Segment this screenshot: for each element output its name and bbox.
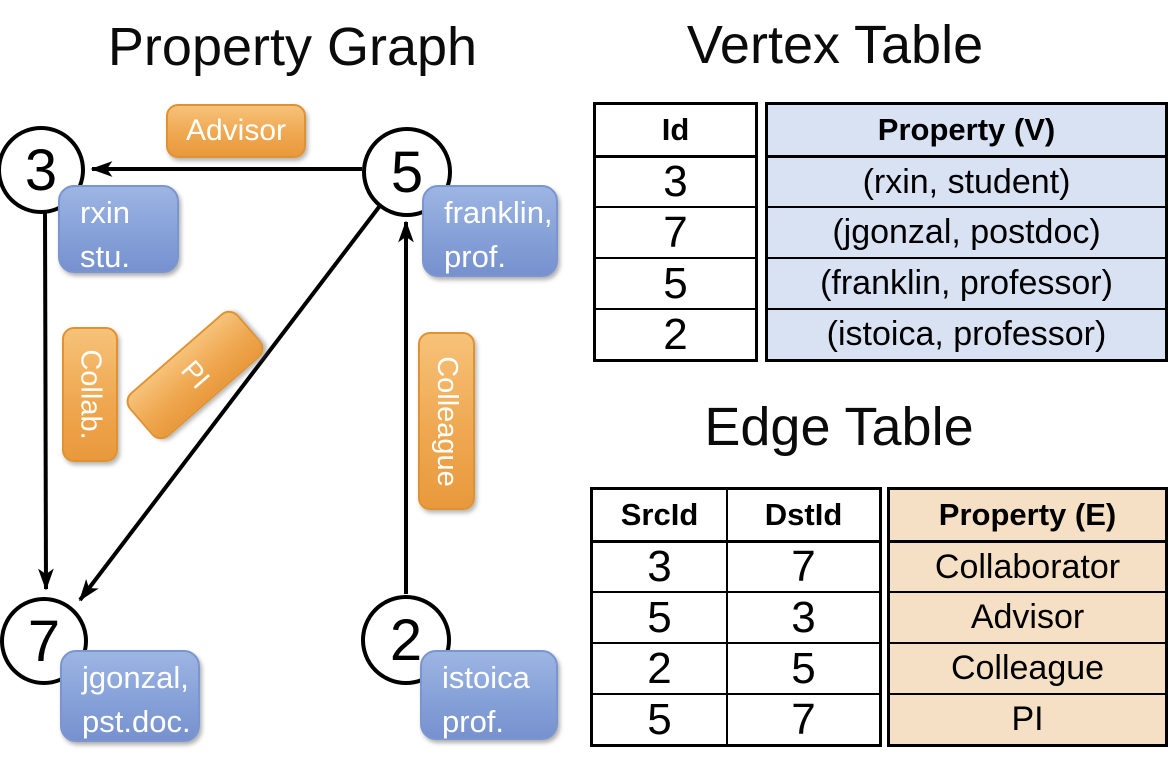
- edge-label-colleague: Colleague: [418, 332, 475, 510]
- vertex-table-id-cell: 5: [596, 257, 755, 308]
- graph-edges: [38, 161, 414, 602]
- property-graph-title: Property Graph: [107, 17, 478, 77]
- edge-label-colleague-text: Colleague: [431, 355, 464, 487]
- edge-table-id-columns: SrcId DstId 3 7 5 3 2 5 5 7: [590, 487, 882, 747]
- edge-table-dst-cell: 5: [728, 642, 879, 693]
- edge-table-src-header: SrcId: [593, 490, 728, 540]
- vertex-property-2-line2: prof.: [442, 704, 505, 739]
- edge-table-dst-cell: 7: [728, 540, 879, 591]
- node-id-2: 2: [389, 607, 423, 673]
- vertex-table-property-cell: (franklin, professor): [768, 257, 1165, 308]
- vertex-property-box-3: rxin stu.: [58, 185, 179, 274]
- vertex-table-property-column: Property (V) (rxin, student) (jgonzal, p…: [765, 102, 1168, 362]
- edge-table-property-cell: Colleague: [890, 642, 1165, 693]
- edge-table-src-cell: 2: [593, 642, 728, 693]
- vertex-table-property-cell: (rxin, student): [768, 155, 1165, 206]
- node-circle-2: 2: [361, 595, 451, 685]
- vertex-table-id-cell: 2: [596, 308, 755, 359]
- edge-table-dst-cell: 3: [728, 591, 879, 642]
- edge-table-property-cell: PI: [890, 693, 1165, 744]
- edge-label-advisor: Advisor: [166, 104, 306, 158]
- vertex-table-id-column: Id 3 7 5 2: [593, 102, 758, 362]
- edge-table-title: Edge Table: [704, 397, 974, 457]
- edge-table-src-cell: 5: [593, 693, 728, 744]
- edge-table-property-cell: Advisor: [890, 591, 1165, 642]
- node-id-5: 5: [390, 139, 424, 205]
- vertex-property-7-line1: jgonzal,: [82, 660, 189, 695]
- edge-3-to-7-arrow: [38, 211, 54, 591]
- vertex-property-3-line1: rxin: [80, 195, 130, 230]
- edge-label-collab-text: Collab.: [74, 349, 107, 440]
- edge-label-pi-text: PI: [174, 354, 216, 395]
- vertex-property-5-line2: prof.: [444, 239, 507, 274]
- edge-table-property-column: Property (E) Collaborator Advisor Collea…: [887, 487, 1168, 747]
- vertex-table-id-header: Id: [661, 112, 690, 147]
- vertex-property-7-line2: pst.doc.: [82, 704, 191, 739]
- edge-5-to-7-arrow: [78, 205, 381, 602]
- vertex-table-id-cell: 3: [596, 155, 755, 206]
- vertex-table-property-cell: (jgonzal, postdoc): [768, 206, 1165, 257]
- edge-table-property-cell: Collaborator: [890, 540, 1165, 591]
- vertex-property-5-line1: franklin,: [444, 195, 553, 230]
- node-id-3: 3: [24, 137, 58, 203]
- vertex-table-title: Vertex Table: [686, 15, 984, 75]
- vertex-property-3-line2: stu.: [80, 239, 130, 274]
- vertex-table-property-cell: (istoica, professor): [768, 308, 1165, 359]
- edge-table-dst-cell: 7: [728, 693, 879, 744]
- edge-table-dst-header: DstId: [764, 497, 843, 532]
- edge-label-advisor-text: Advisor: [185, 114, 287, 147]
- vertex-property-box-7: jgonzal, pst.doc.: [60, 650, 200, 742]
- vertex-table-property-header: Property (V): [768, 105, 1165, 155]
- edge-table-src-cell: 5: [593, 591, 728, 642]
- edge-table-property-header: Property (E): [890, 490, 1165, 540]
- node-id-7: 7: [27, 608, 61, 674]
- node-circle-3: 3: [0, 126, 85, 214]
- edge-table-src-cell: 3: [593, 540, 728, 591]
- edge-label-collab: Collab.: [62, 327, 118, 462]
- vertex-property-2-line1: istoica: [442, 660, 530, 695]
- vertex-table-id-cell: 7: [596, 206, 755, 257]
- vertex-property-box-5: franklin, prof.: [422, 185, 558, 277]
- vertex-property-box-2: istoica prof.: [420, 650, 558, 740]
